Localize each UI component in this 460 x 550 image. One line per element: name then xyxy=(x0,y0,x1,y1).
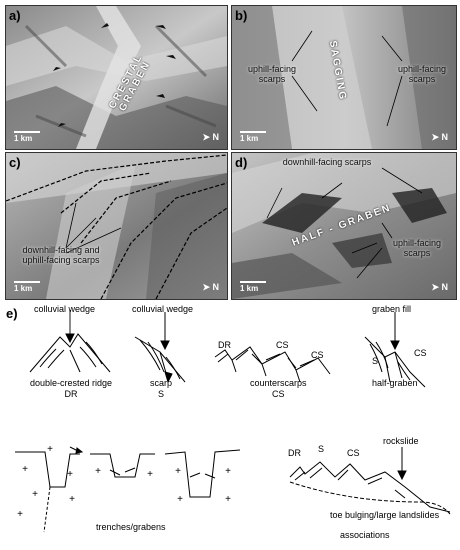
scale-bar: 1 km xyxy=(14,131,40,143)
svg-text:+: + xyxy=(32,489,38,500)
s6-cs-label: CS xyxy=(347,448,360,458)
panel-a: a) CRESTAL GRABEN 1 km ➤ N xyxy=(5,5,228,150)
svg-text:+: + xyxy=(225,466,231,477)
panel-c: c) downhill-facing and uphill-facing sca… xyxy=(5,152,228,300)
svg-text:+: + xyxy=(225,494,231,505)
s4-top-label: graben fill xyxy=(372,304,412,314)
north-arrow-icon: ➤ N xyxy=(202,282,219,292)
panel-c-image xyxy=(6,153,227,299)
s3-dr-label: DR xyxy=(218,340,231,350)
panel-label: d) xyxy=(235,155,248,170)
s6-dr-label: DR xyxy=(288,448,301,458)
panel-label-e: e) xyxy=(6,306,18,321)
north-arrow-icon: ➤ N xyxy=(431,132,448,142)
s4-cs-label: CS xyxy=(414,348,427,358)
panel-d-image xyxy=(232,153,456,299)
panel-label: b) xyxy=(235,8,248,23)
svg-text:+: + xyxy=(67,469,73,480)
north-arrow-icon: ➤ N xyxy=(202,132,219,142)
scarp-note-right: uphill-facing scarps xyxy=(397,64,447,84)
scale-bar: 1 km xyxy=(240,131,266,143)
svg-text:+: + xyxy=(175,466,181,477)
sketches-diagram: + + + + + + + + + + + + xyxy=(15,310,451,533)
s2-top-label: colluvial wedge xyxy=(132,304,194,314)
scarp-note-top: downhill-facing scarps xyxy=(282,157,372,167)
panel-b: b) SAGGING uphill-facing scarps uphill-f… xyxy=(231,5,457,150)
svg-text:+: + xyxy=(95,466,101,477)
s1-top-label: colluvial wedge xyxy=(34,304,96,314)
north-arrow-icon: ➤ N xyxy=(431,282,448,292)
panel-d: d) downhill-facing scarps HALF - GRABEN … xyxy=(231,152,457,300)
svg-text:+: + xyxy=(17,509,23,520)
s6-toe-label: toe bulging/large landslides xyxy=(330,510,440,520)
scarp-note-right: uphill-facing scarps xyxy=(392,238,442,258)
s5-caption: trenches/grabens xyxy=(96,522,166,532)
panel-label: c) xyxy=(9,155,21,170)
svg-text:+: + xyxy=(69,494,75,505)
svg-text:+: + xyxy=(177,494,183,505)
panel-label: a) xyxy=(9,8,21,23)
scarp-note-left: uphill-facing scarps xyxy=(247,64,297,84)
s3-cs2-label: CS xyxy=(311,350,324,360)
s6-rock-label: rockslide xyxy=(383,436,419,446)
svg-text:+: + xyxy=(47,444,53,455)
s4-caption: half-graben xyxy=(372,378,418,388)
panel-a-image xyxy=(6,6,227,149)
s4-s-label: S xyxy=(372,356,379,366)
scarp-note: downhill-facing and uphill-facing scarps xyxy=(22,245,100,265)
s6-s-label: S xyxy=(318,444,325,454)
scale-bar: 1 km xyxy=(14,281,40,293)
svg-text:+: + xyxy=(22,464,28,475)
scale-bar: 1 km xyxy=(240,281,266,293)
svg-text:+: + xyxy=(147,469,153,480)
panel-b-image xyxy=(232,6,456,149)
s6-caption: associations xyxy=(340,530,390,540)
s3-cs1-label: CS xyxy=(276,340,289,350)
